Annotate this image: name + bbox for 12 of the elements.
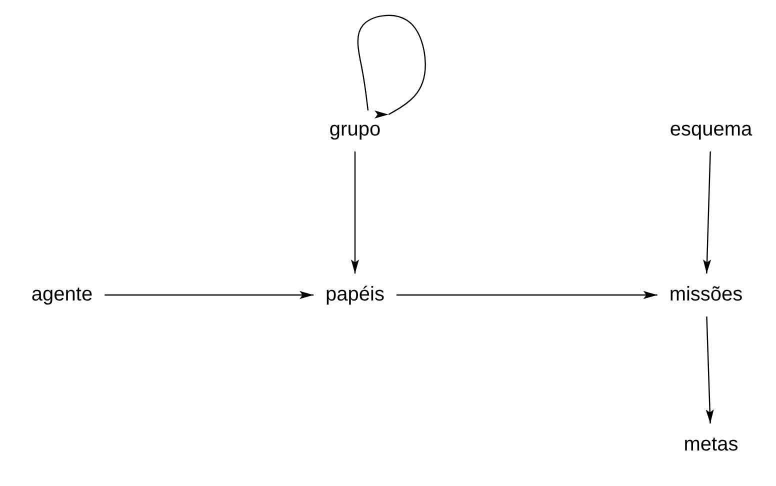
node-label: papéis: [326, 284, 384, 306]
arrow: [357, 14, 426, 116]
node-label: grupo: [329, 118, 381, 140]
node-label: missões: [669, 284, 743, 306]
arrow: [396, 291, 658, 299]
arrow: [703, 151, 712, 274]
node-label: metas: [684, 434, 738, 456]
node-label: esquema: [670, 118, 752, 140]
arrow: [104, 291, 314, 299]
arrow: [706, 316, 714, 424]
arrow: [351, 152, 359, 274]
node-label: agente: [31, 284, 93, 306]
